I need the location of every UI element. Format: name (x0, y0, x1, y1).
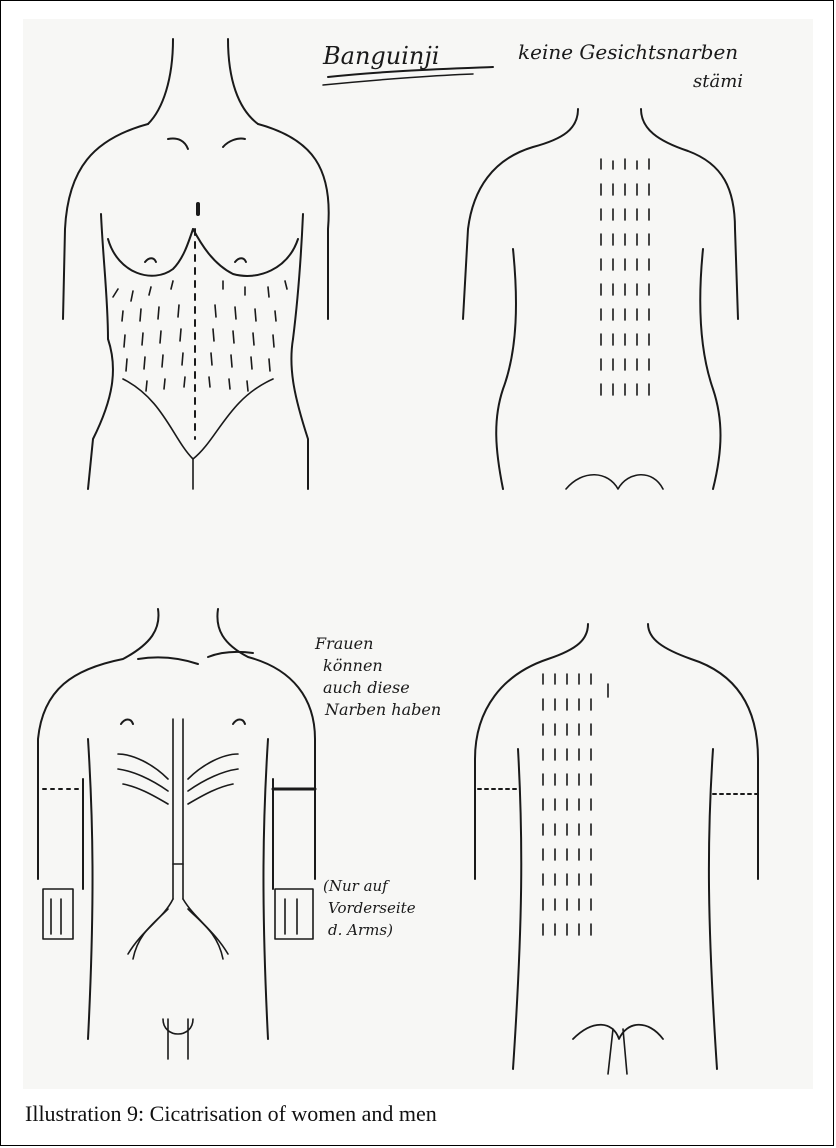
arm-note-line1: (Nur auf (323, 877, 390, 895)
female-torso-front (63, 39, 329, 489)
title-note-line1: keine Gesichtsnarben (518, 40, 738, 64)
drawing-svg: Banguinji keine Gesichtsnarben stämi (23, 19, 813, 1089)
header-annotation: Banguinji keine Gesichtsnarben stämi (322, 40, 743, 92)
scar-pattern-female-back (601, 159, 649, 395)
arm-note: (Nur auf Vorderseite d. Arms) (323, 877, 416, 939)
arm-note-line2: Vorderseite (328, 899, 416, 917)
scar-pattern-male-front (118, 719, 238, 1059)
women-note-line4: Narben haben (324, 700, 441, 719)
women-note-line2: können (323, 656, 383, 675)
male-torso-front (38, 609, 315, 1059)
arm-note-line3: d. Arms) (328, 921, 393, 939)
figure-caption: Illustration 9: Cicatrisation of women a… (25, 1101, 437, 1127)
women-note: Frauen können auch diese Narben haben (314, 634, 441, 719)
scar-pattern-female-front (113, 281, 287, 391)
women-note-line3: auch diese (323, 678, 410, 697)
title-note-line2: stämi (693, 71, 743, 92)
scar-pattern-male-back (543, 674, 608, 935)
scanned-drawing: Banguinji keine Gesichtsnarben stämi (23, 19, 813, 1089)
male-torso-back (475, 624, 758, 1074)
title-text: Banguinji (322, 42, 439, 70)
female-torso-back (463, 109, 738, 489)
women-note-line1: Frauen (314, 634, 373, 653)
